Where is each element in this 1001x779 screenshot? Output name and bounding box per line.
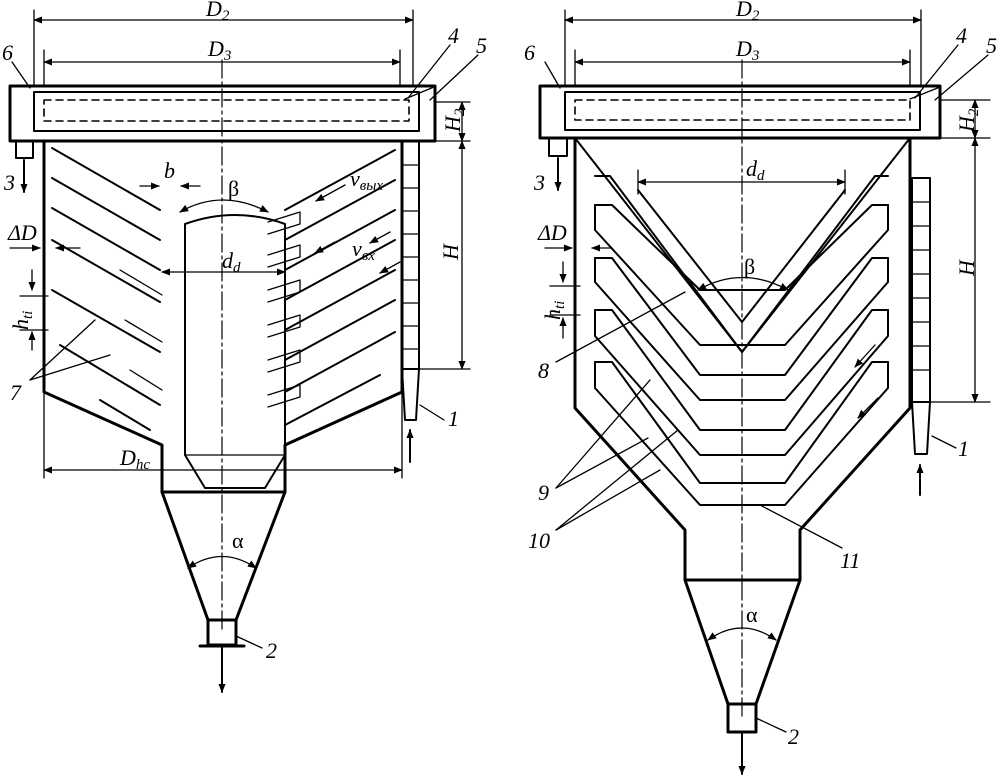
right-effluent-pipe [548,137,568,157]
left-h-label: H [438,243,463,261]
right-part-5: 5 [986,33,997,58]
left-hti-label: hti [8,311,36,330]
left-inlet-nozzle [401,368,420,421]
left-vout-label: vвых [350,166,383,194]
right-leader-6 [544,61,561,89]
left-d3-label: D3 [207,36,231,64]
left-leader-7a [29,319,96,381]
left-inner-channel [33,91,420,132]
right-flow-arrow-2 [857,397,879,419]
left-apparatus: D2 D3 H2 H Dhc dd ΔD hti b β α vвых vвх … [2,0,487,693]
right-leader-1 [931,435,957,449]
right-part-4: 4 [956,23,967,48]
left-flow-arrow-4 [314,241,336,254]
left-collector-ticks [401,164,420,350]
right-leader-11 [759,504,843,549]
left-deltad-label: ΔD [7,220,37,245]
right-chevron-trays [594,175,889,506]
right-part-2: 2 [788,724,799,749]
left-flow-arrow-2 [369,231,391,244]
right-h-label: H [954,259,979,277]
left-alpha-arc [187,555,257,569]
right-collector-ticks [911,201,931,371]
left-d2-label: D2 [205,0,230,24]
left-plates-right [284,149,396,426]
right-part-9: 9 [538,480,549,505]
right-hti-label: hti [540,301,568,320]
left-leader-5 [429,54,479,101]
left-side-collector [401,140,420,370]
left-overflow-weir [43,99,410,122]
left-beta-arc [179,199,269,213]
left-dd-label: dd [222,248,241,276]
right-leader-4 [914,44,959,99]
right-d2-label: D2 [735,0,760,24]
right-part-6: 6 [524,40,535,65]
right-part-11: 11 [840,548,860,573]
right-alpha-arc [707,627,777,641]
left-beta-label: β [228,176,239,201]
left-effluent-pipe [15,140,34,159]
left-part-1: 1 [448,406,459,431]
right-alpha-label: α [746,602,758,627]
left-plate-short-strips [119,269,163,391]
left-b-label: b [164,158,175,183]
left-flow-arrow-3 [379,261,401,274]
left-alpha-label: α [232,528,244,553]
right-beta-label: β [744,254,755,279]
right-leader-8 [555,291,686,363]
left-sludge-cone [160,490,287,622]
left-flow-arrow-1 [315,184,346,202]
right-dd-label: dd [746,156,765,184]
right-part-10: 10 [528,528,550,553]
right-part-8: 8 [538,358,549,383]
left-leader-2 [235,635,263,649]
left-plates-left [51,147,161,431]
right-flow-arrow-1 [854,344,876,368]
left-leader-7b [29,354,111,381]
left-pipe-guides [267,211,301,408]
right-d3-label: D3 [735,36,759,64]
right-side-collector [911,177,931,403]
right-leader-5 [934,54,989,101]
left-leader-1 [419,404,445,421]
right-header-trough [538,84,942,140]
right-part-3: 3 [533,170,545,195]
right-leader-10b [555,469,661,531]
right-leader-9a [555,379,651,489]
right-leader-10a [555,429,679,531]
right-inlet-nozzle [911,401,931,455]
left-part-4: 4 [448,23,459,48]
left-part-3: 3 [3,170,15,195]
left-part-2: 2 [266,638,277,663]
right-leader-9b [555,437,649,489]
left-central-pipe [184,214,286,489]
left-h2-label: H2 [440,108,468,133]
right-sludge-cone [683,578,802,706]
left-part-5: 5 [476,33,487,58]
right-deltad-label: ΔD [537,220,567,245]
right-beta-arc [697,276,789,291]
right-h2-label: H2 [954,108,982,133]
right-leader-2 [755,717,787,733]
left-dhc-label: Dhc [119,445,150,473]
right-apparatus: D2 D3 H2 H dd ΔD hti β α 6 4 5 3 8 9 10 … [524,0,997,775]
left-leader-6 [11,61,31,89]
left-corner-diag [404,86,435,100]
left-part-6: 6 [2,40,13,65]
left-vin-label: vвх [352,236,375,264]
left-leader-4 [407,44,451,99]
right-part-1: 1 [958,436,969,461]
left-part-7: 7 [10,380,22,405]
